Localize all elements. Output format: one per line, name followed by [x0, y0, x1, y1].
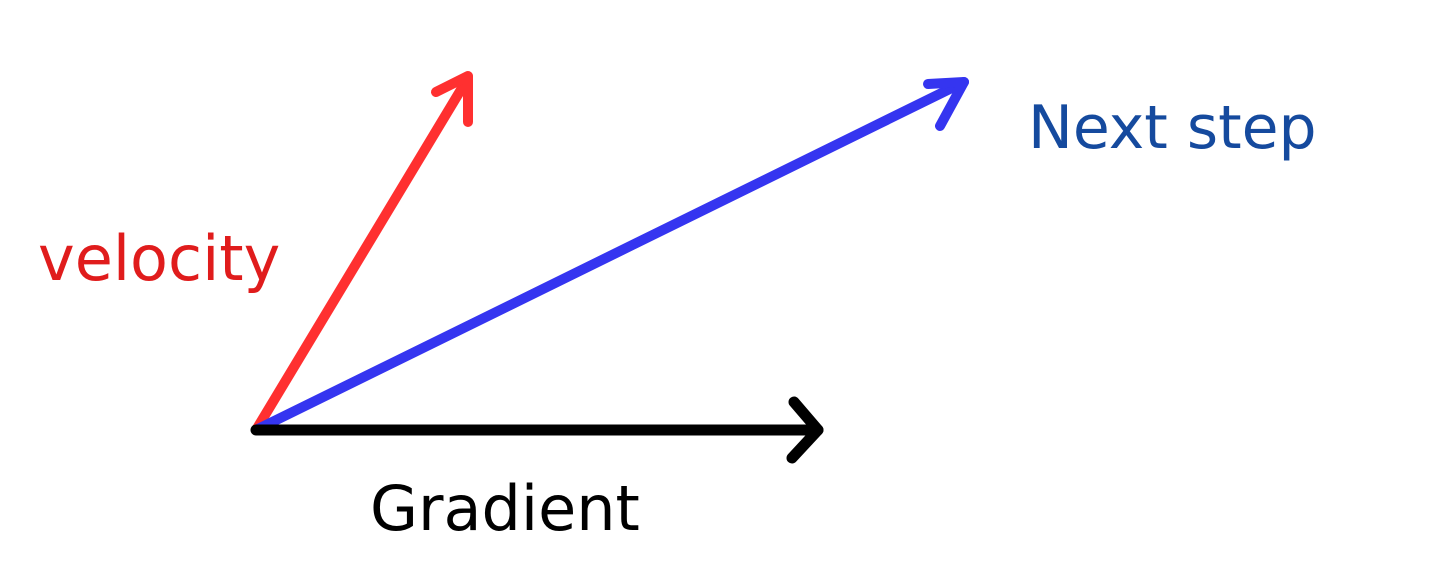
- next-step-arrow-shaft: [251, 77, 969, 435]
- gradient-arrow-head: [786, 396, 824, 464]
- next-step-arrow: [251, 77, 969, 435]
- gradient-arrow: [250, 396, 824, 464]
- next-step-arrow-head: [923, 77, 969, 131]
- next-step-label: Next step: [1028, 93, 1317, 163]
- velocity-arrow-shaft: [251, 73, 473, 435]
- velocity-arrow-head: [431, 71, 473, 127]
- velocity-label: velocity: [38, 222, 281, 295]
- gradient-label: Gradient: [370, 472, 640, 545]
- velocity-arrow: [251, 71, 473, 435]
